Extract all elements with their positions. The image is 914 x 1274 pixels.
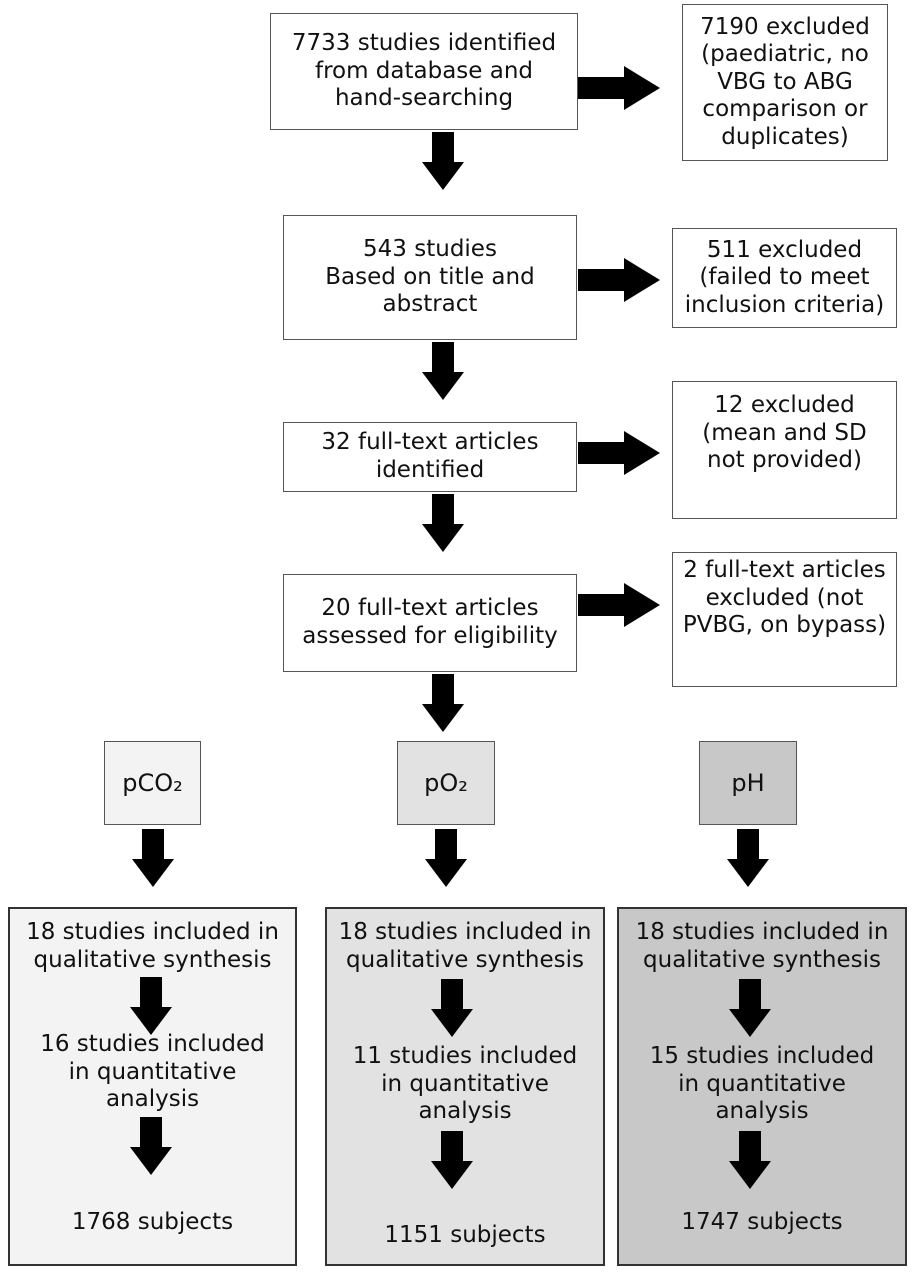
right-arrow-2 [578,258,660,302]
step-screened: 543 studies Based on title and abstract [283,215,577,340]
qualitative-synthesis: 18 studies included in qualitative synth… [338,919,592,973]
down-arrow-1 [422,132,464,190]
exclusion-text: 12 excluded [714,392,855,418]
right-arrow-1 [578,66,660,110]
down-arrow-4 [422,674,464,732]
exclusion-3: 12 excluded (mean and SD not provided) [672,381,897,519]
step-text: 32 full-text articles [321,429,539,456]
exclusion-text: 2 full-text articles [683,557,886,583]
qualitative-synthesis: 18 studies included in qualitative synth… [26,919,279,973]
down-arrow-pco2 [132,829,174,887]
exclusion-text: (failed to meet [699,264,870,291]
exclusion-text: excluded (not [705,584,864,611]
quantitative-analysis: 16 studies included in quantitative anal… [40,1031,265,1113]
step-text: abstract [382,291,478,318]
down-arrow [130,977,172,1035]
exclusion-text: (paediatric, no [701,41,869,68]
quantitative-analysis: 11 studies included in quantitative anal… [352,1043,578,1125]
exclusion-text: (mean and SD [702,419,867,446]
down-arrow [431,979,473,1037]
right-arrow-4 [578,583,660,627]
qualitative-synthesis: 18 studies included in qualitative synth… [635,919,889,973]
exclusion-text: VBG to ABG [717,68,853,95]
right-arrow-3 [578,431,660,475]
result-pco2: 18 studies included in qualitative synth… [8,907,297,1266]
step-text: 20 full-text articles [321,595,539,622]
result-po2: 18 studies included in qualitative synth… [325,907,605,1266]
subjects-count: 1768 subjects [71,1209,234,1235]
step-text: hand-searching [334,85,514,112]
down-arrow-2 [422,342,464,400]
parameter-pco2: pCO₂ [104,741,201,825]
parameter-po2: pO₂ [397,741,495,825]
parameter-label: pO₂ [424,769,468,797]
step-text: Based on title and [325,263,535,290]
subjects-count: 1747 subjects [681,1209,843,1235]
exclusion-text: inclusion criteria) [684,291,885,318]
step-text: 7733 studies identified [291,30,557,57]
exclusion-4: 2 full-text articles excluded (not PVBG,… [672,552,897,687]
down-arrow-po2 [425,829,467,887]
step-text: from database and [314,57,534,84]
exclusion-1: 7190 excluded (paediatric, no VBG to ABG… [682,4,888,161]
subjects-count: 1151 subjects [384,1222,546,1248]
down-arrow [130,1117,172,1175]
step-text: assessed for eligibility [302,623,558,649]
step-text: 543 studies [363,236,497,263]
exclusion-2: 511 excluded (failed to meet inclusion c… [672,228,897,328]
step-text: identified [375,457,485,483]
exclusion-text: comparison or [702,96,868,123]
step-eligibility: 20 full-text articles assessed for eligi… [283,574,577,672]
exclusion-text: PVBG, on bypass) [682,612,887,639]
down-arrow [431,1131,473,1189]
down-arrow [729,1131,771,1189]
parameter-label: pH [731,769,765,797]
result-ph: 18 studies included in qualitative synth… [617,907,907,1266]
quantitative-analysis: 15 studies included in quantitative anal… [649,1043,875,1125]
parameter-label: pCO₂ [122,769,183,797]
down-arrow-ph [727,829,769,887]
step-identified: 7733 studies identified from database an… [270,13,578,130]
down-arrow-3 [422,494,464,552]
exclusion-text: 7190 excluded [700,13,870,40]
exclusion-text: 511 excluded [706,236,863,263]
exclusion-text: not provided) [707,447,862,474]
exclusion-text: duplicates) [721,123,849,150]
down-arrow [729,979,771,1037]
step-fulltext: 32 full-text articles identified [283,422,577,492]
parameter-ph: pH [699,741,797,825]
